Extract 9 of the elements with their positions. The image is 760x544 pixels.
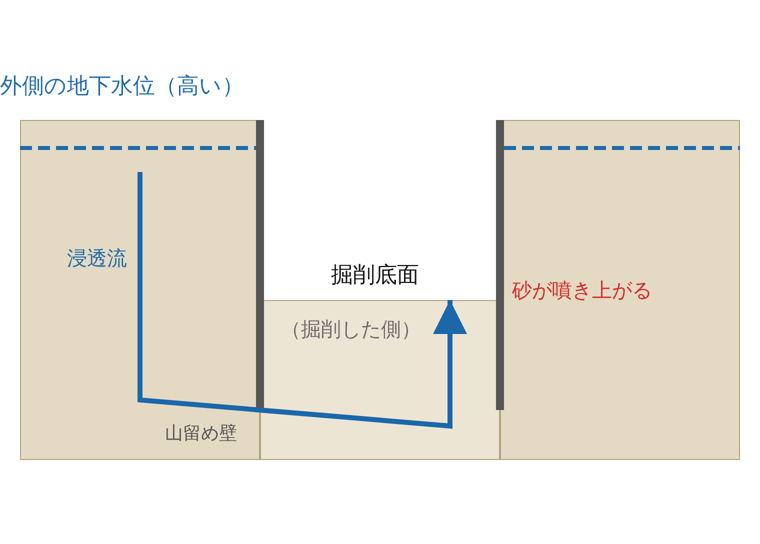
- boiling-label: 砂が噴き上がる: [512, 280, 652, 300]
- ground-block: [500, 120, 740, 460]
- water-level-label: 外側の地下水位（高い）: [0, 76, 244, 98]
- region-label: （掘削した側）: [281, 319, 421, 339]
- seepage-flow-arrow: [138, 172, 467, 429]
- ground-block: [20, 120, 260, 460]
- excavation-bottom-label: 掘削底面: [331, 265, 419, 287]
- region-label: 浸透流: [67, 248, 127, 268]
- retaining-wall-label: 山留め壁: [165, 425, 237, 443]
